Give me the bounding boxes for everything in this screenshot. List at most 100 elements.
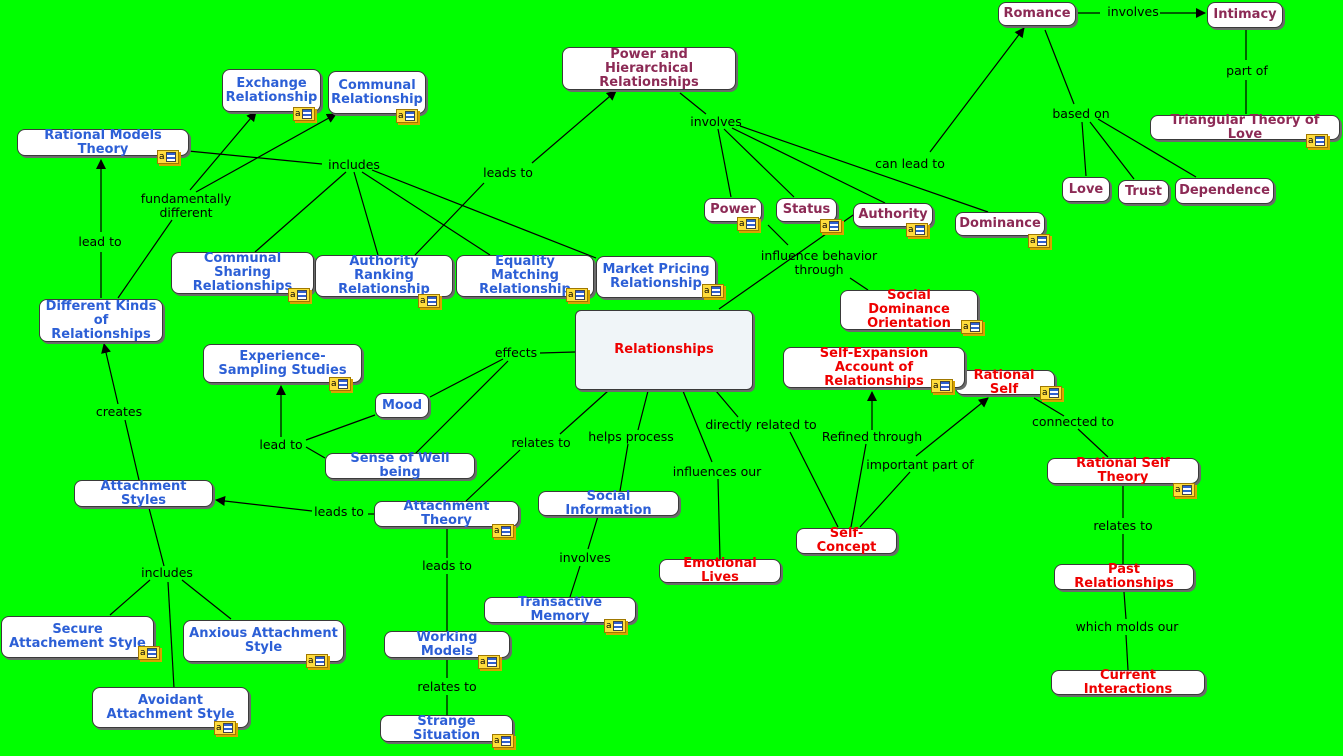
link-label-relates-to: relates to bbox=[511, 435, 571, 450]
edge bbox=[414, 182, 485, 256]
link-label-lead-to: lead to bbox=[78, 234, 122, 249]
node-market-pricing[interactable]: Market Pricing Relationship bbox=[596, 256, 716, 298]
resource-icon[interactable]: a bbox=[1173, 483, 1195, 497]
edge bbox=[539, 351, 576, 354]
resource-icon[interactable]: a bbox=[418, 294, 440, 308]
node-self-concept[interactable]: Self-Concept bbox=[796, 527, 897, 555]
node-power[interactable]: Power bbox=[704, 198, 762, 222]
resource-icon[interactable]: a bbox=[961, 320, 983, 334]
edge bbox=[637, 390, 649, 431]
edge bbox=[305, 446, 326, 459]
resource-icon[interactable]: a bbox=[138, 646, 160, 660]
node-trust[interactable]: Trust bbox=[1118, 180, 1169, 204]
edge bbox=[682, 390, 713, 463]
node-working-models[interactable]: Working Models bbox=[384, 630, 510, 658]
resource-icon[interactable]: a bbox=[820, 219, 842, 233]
link-label-involves: involves bbox=[1107, 4, 1159, 19]
node-power-hierarchical[interactable]: Power and Hierarchical Relationships bbox=[562, 47, 736, 90]
resource-icon[interactable]: a bbox=[737, 217, 759, 231]
node-attachment-theory[interactable]: Attachment Theory bbox=[374, 500, 519, 528]
node-rational-self[interactable]: Rational Self bbox=[955, 368, 1055, 396]
edge bbox=[187, 150, 323, 165]
node-dominance[interactable]: Dominance bbox=[955, 212, 1045, 236]
resource-icon[interactable]: a bbox=[906, 223, 928, 237]
edge bbox=[429, 358, 504, 398]
resource-icon[interactable]: a bbox=[157, 150, 179, 164]
link-label-involves-social: involves bbox=[559, 550, 611, 565]
resource-icon[interactable]: a bbox=[214, 721, 236, 735]
node-authority[interactable]: Authority bbox=[853, 203, 933, 227]
edge bbox=[167, 581, 175, 689]
resource-icon[interactable]: a bbox=[702, 284, 724, 298]
node-relationships[interactable]: Relationships bbox=[575, 310, 753, 390]
edge bbox=[739, 125, 989, 213]
node-secure-attachment[interactable]: Secure Attachement Style bbox=[1, 616, 154, 658]
node-status[interactable]: Status bbox=[776, 198, 837, 222]
node-dependence[interactable]: Dependence bbox=[1175, 178, 1274, 204]
edge bbox=[1081, 121, 1087, 177]
node-rational-self-theory[interactable]: Rational Self Theory bbox=[1047, 457, 1199, 485]
edge bbox=[859, 471, 911, 528]
link-label-leads-to-power: leads to bbox=[483, 165, 533, 180]
node-communal-relationship[interactable]: Communal Relationship bbox=[328, 71, 426, 114]
edge bbox=[679, 92, 707, 115]
resource-icon[interactable]: a bbox=[1306, 134, 1328, 148]
resource-icon[interactable]: a bbox=[306, 654, 328, 668]
node-different-kinds[interactable]: Different Kinds of Relationships bbox=[39, 299, 163, 342]
node-social-dominance-orientation[interactable]: Social Dominance Orientation bbox=[840, 289, 978, 331]
node-romance[interactable]: Romance bbox=[998, 2, 1076, 26]
resource-icon[interactable]: a bbox=[1040, 386, 1062, 400]
edge bbox=[305, 414, 376, 441]
resource-icon[interactable]: a bbox=[492, 524, 514, 538]
link-label-leads-to-working: leads to bbox=[422, 558, 472, 573]
edge bbox=[929, 27, 1025, 153]
node-intimacy[interactable]: Intimacy bbox=[1207, 2, 1283, 28]
link-label-fundamentally-different: fundamentally different bbox=[140, 191, 232, 220]
resource-icon[interactable]: a bbox=[492, 734, 514, 748]
node-communal-sharing[interactable]: Communal Sharing Relationships bbox=[171, 252, 314, 294]
edge bbox=[1123, 591, 1127, 620]
edge bbox=[915, 397, 989, 457]
resource-icon[interactable]: a bbox=[566, 288, 588, 302]
node-authority-ranking[interactable]: Authority Ranking Relationship bbox=[315, 255, 453, 297]
resource-icon[interactable]: a bbox=[478, 655, 500, 669]
node-exchange-relationship[interactable]: Exchange Relationship bbox=[222, 69, 321, 112]
resource-icon[interactable]: a bbox=[288, 288, 310, 302]
resource-icon[interactable]: a bbox=[396, 109, 418, 123]
link-label-involves-power: involves bbox=[690, 114, 742, 129]
edge bbox=[1089, 121, 1135, 180]
resource-icon[interactable]: a bbox=[604, 619, 626, 633]
link-label-includes: includes bbox=[328, 157, 380, 172]
node-social-information[interactable]: Social Information bbox=[538, 489, 679, 517]
resource-icon[interactable]: a bbox=[1028, 234, 1050, 248]
edge bbox=[717, 478, 721, 560]
edge bbox=[1077, 428, 1109, 458]
node-experience-sampling[interactable]: Experience-Sampling Studies bbox=[203, 344, 362, 383]
node-mood[interactable]: Mood bbox=[375, 393, 429, 418]
edge bbox=[465, 449, 521, 502]
node-transactive-memory[interactable]: Transactive Memory bbox=[484, 596, 636, 624]
node-emotional-lives[interactable]: Emotional Lives bbox=[659, 557, 781, 585]
resource-icon[interactable]: a bbox=[931, 379, 953, 393]
link-label-directly-related: directly related to bbox=[705, 417, 817, 432]
resource-icon[interactable]: a bbox=[329, 377, 351, 391]
edge bbox=[371, 169, 597, 259]
link-label-influences-our: influences our bbox=[672, 464, 762, 479]
edge bbox=[117, 219, 173, 299]
link-label-helps-process: helps process bbox=[588, 429, 674, 444]
node-current-interactions[interactable]: Current Interactions bbox=[1051, 668, 1205, 696]
edge bbox=[715, 390, 739, 418]
edge bbox=[717, 128, 732, 198]
node-love[interactable]: Love bbox=[1062, 177, 1110, 202]
node-attachment-styles[interactable]: Attachment Styles bbox=[74, 479, 213, 507]
node-strange-situation[interactable]: Strange Situation bbox=[380, 714, 513, 742]
link-label-based-on: based on bbox=[1052, 106, 1110, 121]
node-past-relationships[interactable]: Past Relationships bbox=[1054, 563, 1194, 591]
node-sense-of-well-being[interactable]: Sense of Well being bbox=[325, 452, 475, 480]
link-label-part-of: part of bbox=[1226, 63, 1268, 78]
link-label-influence-behavior: influence behavior through bbox=[760, 248, 878, 277]
edge bbox=[1097, 118, 1197, 178]
edge bbox=[587, 515, 599, 550]
resource-icon[interactable]: a bbox=[293, 107, 315, 121]
